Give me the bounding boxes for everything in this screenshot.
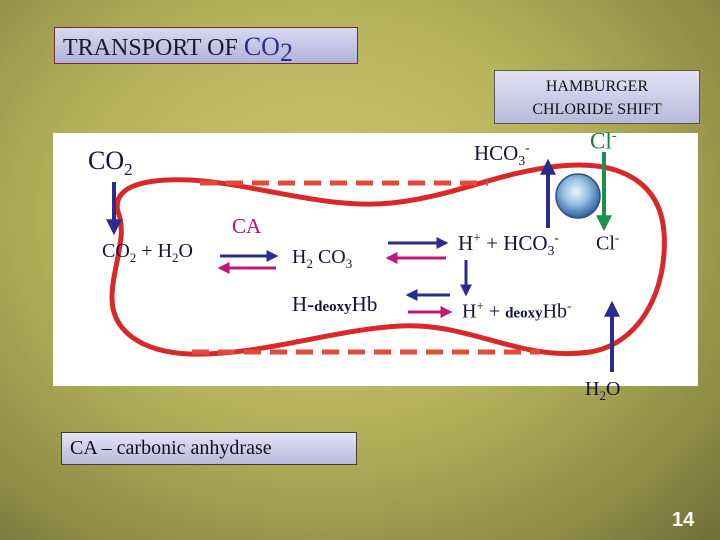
- chloride-channel: [555, 173, 601, 219]
- co2-outside-label: CO2: [88, 146, 133, 180]
- diagram-panel: [53, 133, 698, 386]
- water-label: H2O: [585, 378, 621, 403]
- deoxyhemoglobin-h-plus-label: H+ + deoxyHb-: [462, 298, 572, 323]
- enzyme-label: CA: [232, 214, 262, 238]
- co2-water-reactants: CO2 + H2O: [102, 240, 193, 265]
- carbonic-anhydrase-legend: CA – carbonic anhydrase: [61, 432, 357, 465]
- slide-title: TRANSPORT OF CO2: [54, 27, 358, 67]
- ions-label: H+ + HCO3-: [458, 230, 559, 259]
- bicarbonate-outside-label: HCO3-: [474, 140, 530, 169]
- chloride-inside-label: Cl-: [596, 230, 620, 255]
- carbonic-acid-label: H2 CO3: [292, 246, 353, 271]
- deoxyhemoglobin-h-label: H-deoxyHb: [292, 292, 378, 316]
- page-number: 14: [672, 509, 695, 531]
- chloride-shift-label: HAMBURGER CHLORIDE SHIFT: [494, 70, 700, 124]
- chloride-outside-label: Cl-: [590, 128, 617, 154]
- red-cell-outline: [109, 162, 667, 357]
